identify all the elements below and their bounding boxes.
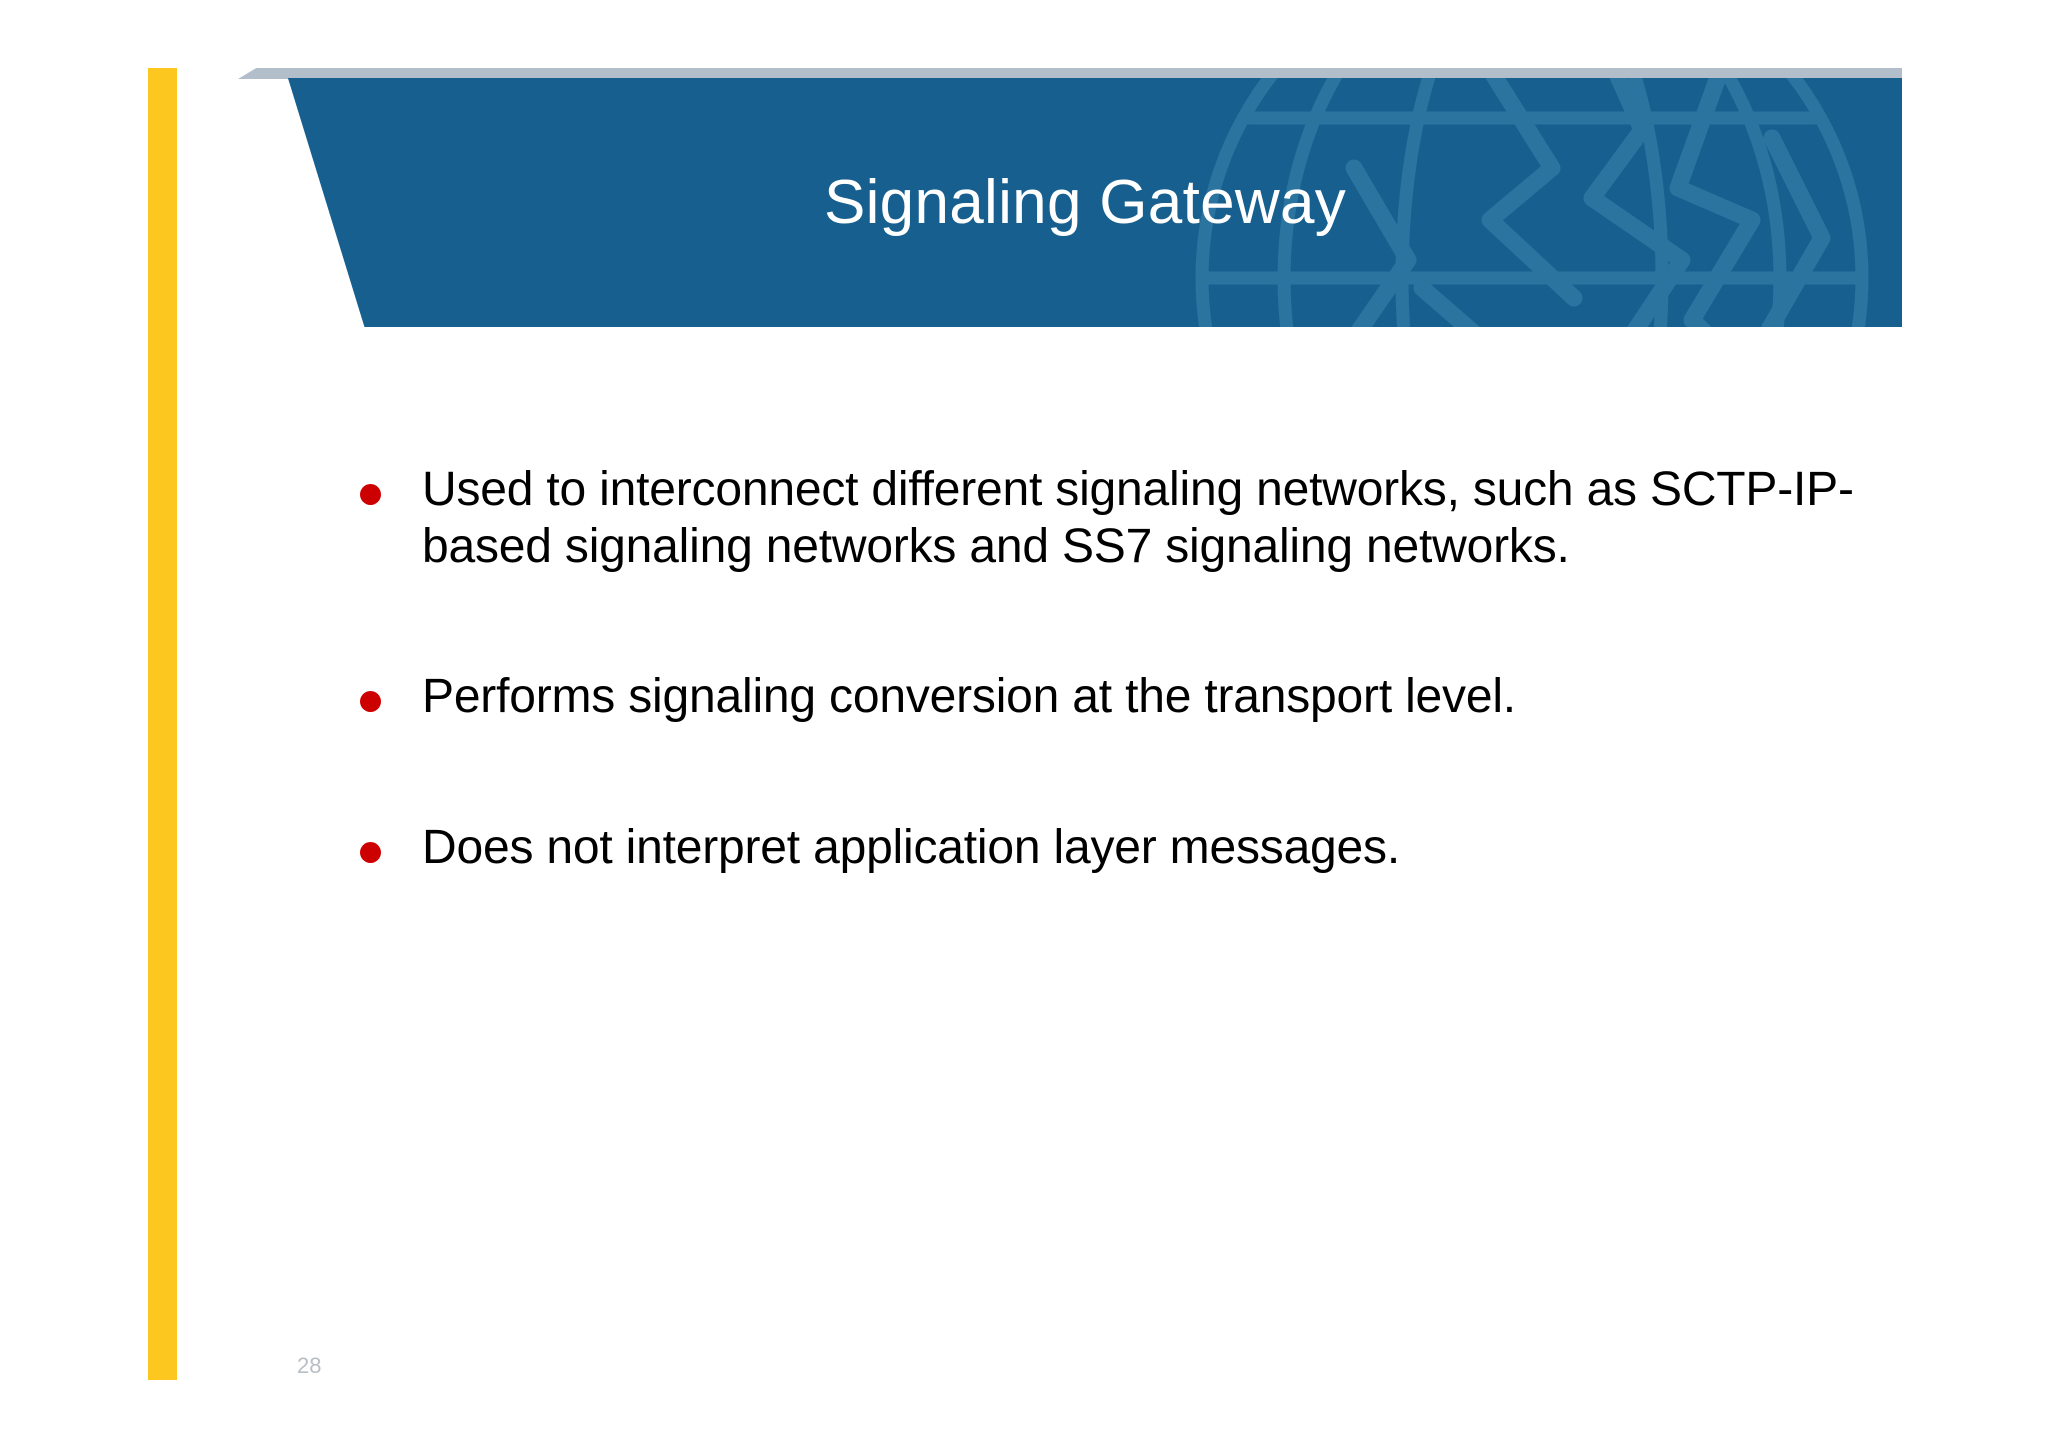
banner-blue-shape: Signaling Gateway [287,78,1902,327]
bullet-text: Does not interpret application layer mes… [422,820,1400,874]
list-item: Does not interpret application layer mes… [360,820,1860,877]
list-item: Performs signaling conversion at the tra… [360,669,1860,726]
bullet-text: Performs signaling conversion at the tra… [422,670,1516,724]
bullet-point-icon [360,841,381,863]
bullet-text: Used to interconnect different signaling… [422,463,1854,573]
page-number: 28 [297,1353,322,1378]
list-item: Used to interconnect different signaling… [360,462,1860,575]
slide-title: Signaling Gateway [823,167,1347,237]
bullet-point-icon [360,484,381,505]
bullet-point-icon [360,691,381,713]
header-banner: Signaling Gateway [230,60,1902,332]
bullet-list: Used to interconnect different signaling… [360,462,1860,877]
banner-gray-strip [238,68,1902,79]
left-accent-bar [148,68,177,1380]
